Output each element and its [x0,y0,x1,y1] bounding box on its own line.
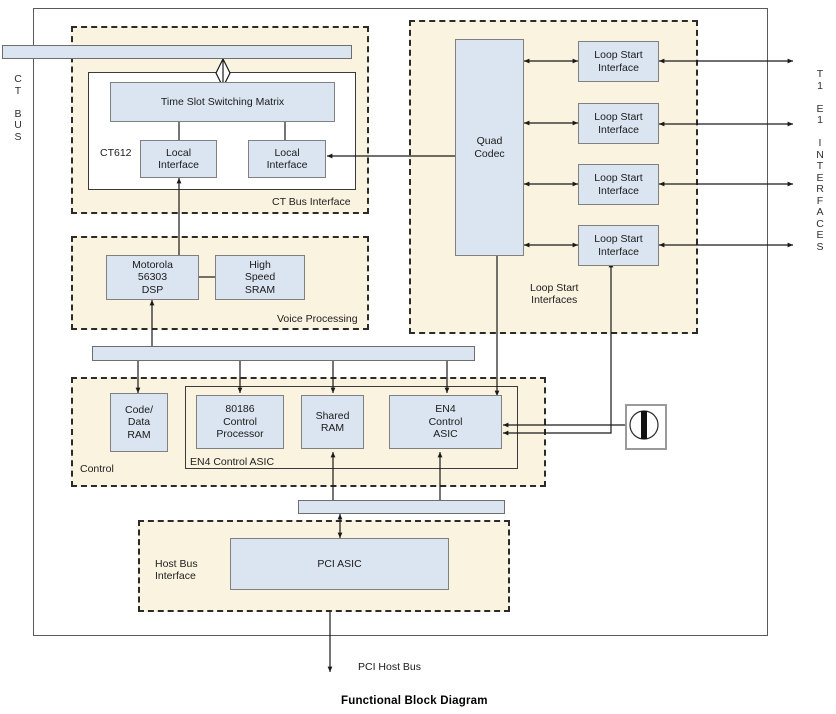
label-ct-bus: C T B U S [14,73,22,143]
block-en4-control-asic[interactable]: EN4 Control ASIC [389,395,502,449]
figure-title: Functional Block Diagram [341,695,488,707]
label-host-bus-interface: Host Bus Interface [155,558,198,582]
label-ct-bus-interface: CT Bus Interface [272,196,351,208]
block-80186-control-processor[interactable]: 80186 Control Processor [196,395,284,449]
block-quad-codec[interactable]: Quad Codec [455,39,524,256]
block-local-interface-left[interactable]: Local Interface [140,140,217,178]
label-loop-start-interfaces: Loop Start Interfaces [530,282,579,306]
label-ct612: CT612 [100,147,132,159]
label-en4-control-asic-enclosure: EN4 Control ASIC [190,456,275,468]
block-local-interface-right[interactable]: Local Interface [248,140,326,178]
block-motorola-dsp[interactable]: Motorola 56303 DSP [106,255,199,300]
block-loop-start-interface-4[interactable]: Loop Start Interface [578,225,659,266]
ct-bus-bar [2,45,352,59]
block-code-data-ram[interactable]: Code/ Data RAM [110,393,168,452]
block-shared-ram[interactable]: Shared RAM [301,395,364,449]
block-loop-start-interface-2[interactable]: Loop Start Interface [578,103,659,144]
block-loop-start-interface-1[interactable]: Loop Start Interface [578,41,659,82]
host-bus-bar [298,500,505,514]
board-outline [33,8,768,636]
block-pci-asic[interactable]: PCI ASIC [230,538,449,590]
label-voice-processing: Voice Processing [277,313,358,325]
label-pci-host-bus: PCI Host Bus [358,661,422,673]
internal-bus-bar [92,346,475,361]
connector-jack-icon[interactable] [625,404,667,450]
block-loop-start-interface-3[interactable]: Loop Start Interface [578,164,659,205]
label-control: Control [80,463,114,475]
block-time-slot-switching-matrix[interactable]: Time Slot Switching Matrix [110,82,335,122]
block-high-speed-sram[interactable]: High Speed SRAM [215,255,305,300]
label-t1-e1-interfaces: T 1 E 1 I N T E R F A C E S [816,68,824,253]
